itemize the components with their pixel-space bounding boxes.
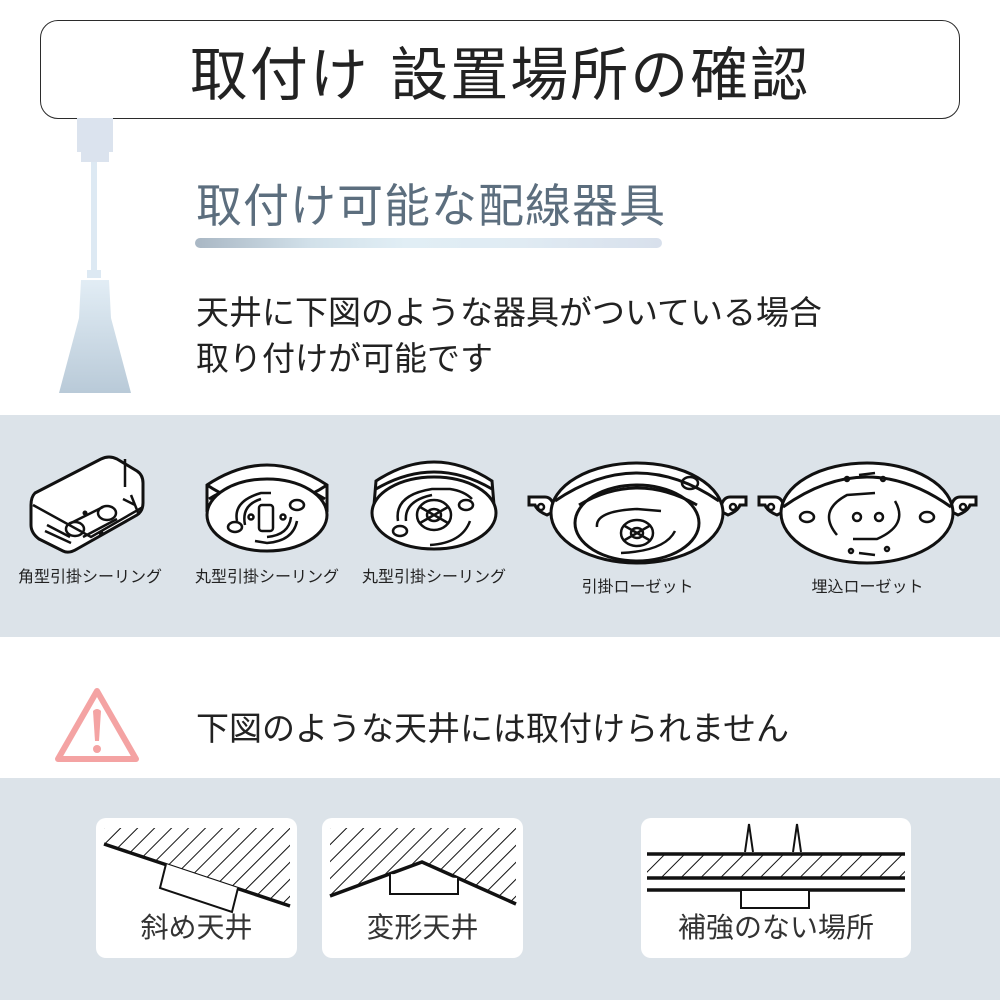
subtitle-underline (195, 238, 662, 248)
unreinforced-ceiling-icon (647, 823, 905, 909)
sloped-ceiling-icon (103, 828, 291, 914)
incompatible-ceilings-band: 斜め天井 変形天井 (0, 778, 1000, 1000)
page-title-box: 取付け 設置場所の確認 (40, 20, 960, 119)
fixture-item: 埋込ローゼット (755, 455, 980, 597)
description-line: 天井に下図のような器具がついている場合 (196, 293, 823, 332)
ceiling-case-label: 補強のない場所 (677, 911, 874, 944)
fixture-label: 丸型引掛シーリング (362, 567, 507, 586)
fixture-label: 埋込ローゼット (811, 577, 924, 596)
compatible-fixtures-band: 角型引掛シーリング 丸型引掛シーリング (0, 415, 1000, 637)
pendant-lamp-icon (59, 118, 131, 393)
fixture-label: 丸型引掛シーリング (195, 567, 340, 586)
embedded-rosette-icon (757, 461, 978, 565)
page-title: 取付け 設置場所の確認 (189, 40, 811, 109)
fixture-item: 丸型引掛シーリング (362, 455, 506, 587)
fixture-item: 引掛ローゼット (525, 455, 750, 597)
section-description: 天井に下図のような器具がついている場合 取り付けが可能です (196, 290, 822, 382)
ceiling-case-card: 補強のない場所 (641, 818, 911, 958)
section-subtitle: 取付け可能な配線器具 (196, 179, 666, 233)
irregular-ceiling-icon (329, 828, 517, 906)
warning-triangle-icon (55, 688, 139, 762)
fixture-label: 角型引掛シーリング (18, 567, 163, 586)
ceiling-case-card: 斜め天井 (96, 818, 297, 958)
fixture-item: 丸型引掛シーリング (195, 455, 339, 587)
description-line: 取り付けが可能です (196, 339, 493, 378)
fixture-item: 角型引掛シーリング (18, 455, 162, 587)
warning-row: 下図のような天井には取付けられません (0, 665, 1000, 775)
round-ceiling-hook-cross-icon (370, 460, 498, 551)
ceiling-case-label: 斜め天井 (140, 911, 253, 944)
warning-text: 下図のような天井には取付けられません (196, 709, 790, 748)
square-ceiling-hook-icon (29, 455, 145, 554)
ceiling-case-label: 変形天井 (366, 911, 479, 944)
round-ceiling-hook-icon (205, 463, 329, 553)
fixture-label: 引掛ローゼット (581, 577, 694, 596)
ceiling-case-card: 変形天井 (322, 818, 523, 958)
hook-rosette-icon (527, 461, 748, 565)
